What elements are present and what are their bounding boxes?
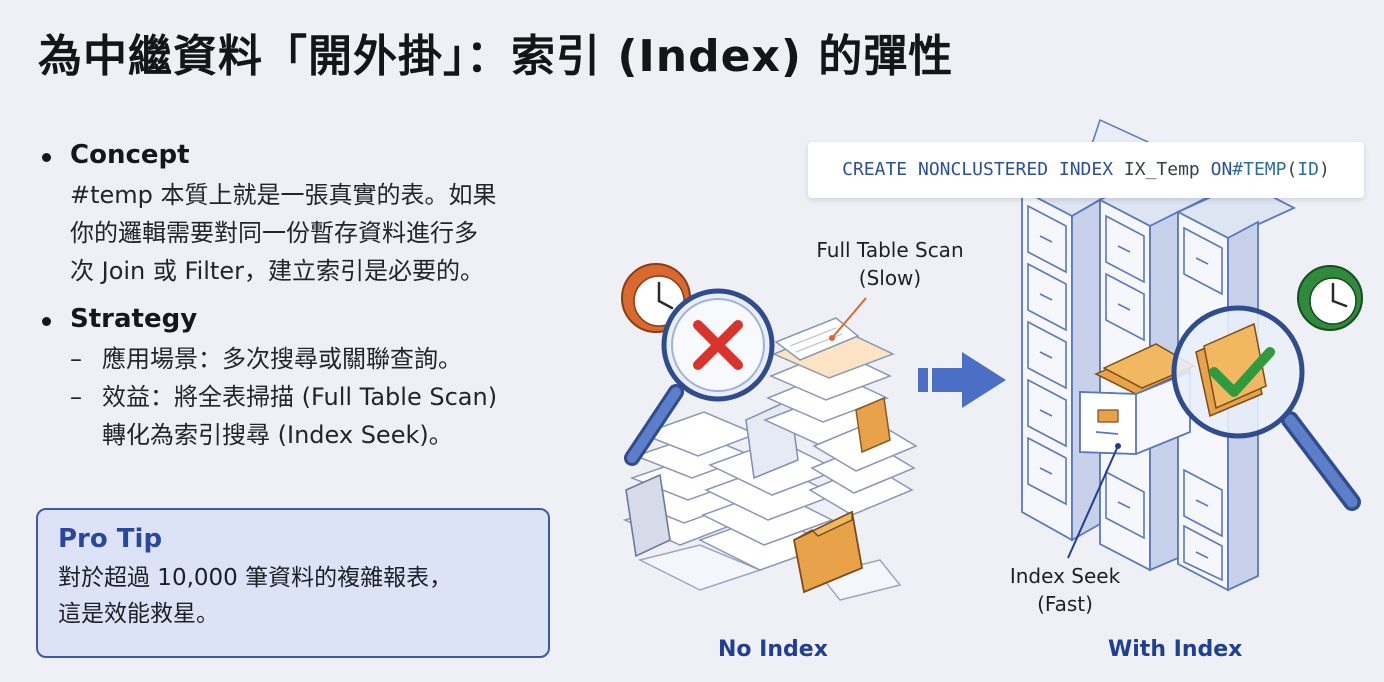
- bullet-list: Concept #temp 本質上就是一張真實的表。如果 你的邏輯需要對同一份暫…: [38, 140, 568, 454]
- code-paren-open: (: [1286, 159, 1298, 180]
- seek-label: Index Seek (Fast): [990, 562, 1140, 618]
- code-index-name: IX_Temp: [1123, 159, 1200, 180]
- code-keyword-create: CREATE NONCLUSTERED INDEX: [842, 159, 1114, 180]
- code-column-name: ID: [1297, 159, 1320, 180]
- concept-heading: Concept: [38, 140, 568, 170]
- paper-pile: [622, 317, 918, 601]
- concept-line-1: #temp 本質上就是一張真實的表。如果: [70, 181, 497, 209]
- scan-label: Full Table Scan (Slow): [800, 236, 980, 292]
- pro-tip-line-1: 對於超過 10,000 筆資料的複雜報表，: [58, 565, 453, 591]
- seek-label-line-1: Index Seek: [1009, 564, 1121, 588]
- pro-tip-line-2: 這是效能救星。: [58, 601, 219, 627]
- strategy-item-benefit-cont: 轉化為索引搜尋 (Index Seek)。: [38, 416, 568, 454]
- clock-icon: [1297, 265, 1363, 331]
- code-snippet: CREATE NONCLUSTERED INDEX IX_Temp ON#TEM…: [808, 142, 1364, 198]
- dash-marker: –: [70, 345, 82, 373]
- magnifier-icon: [1171, 305, 1361, 511]
- concept-line-3: 次 Join 或 Filter，建立索引是必要的。: [70, 257, 484, 285]
- scan-label-line-1: Full Table Scan: [816, 238, 964, 262]
- pro-tip-box: Pro Tip 對於超過 10,000 筆資料的複雜報表， 這是效能救星。: [36, 508, 550, 658]
- seek-label-line-2: (Fast): [1037, 592, 1093, 616]
- code-keyword-on: ON: [1210, 159, 1233, 180]
- strategy-heading: Strategy: [38, 304, 568, 334]
- no-index-caption: No Index: [718, 637, 828, 662]
- check-mark-icon: [1209, 347, 1275, 397]
- strategy-item-benefit-line-2: 轉化為索引搜尋 (Index Seek)。: [102, 421, 453, 449]
- strategy-item-usecase-text: 應用場景：多次搜尋或關聯查詢。: [102, 345, 462, 373]
- dash-marker: –: [70, 383, 82, 411]
- scan-label-line-2: (Slow): [858, 266, 922, 290]
- strategy-item-benefit-line-1: 效益：將全表掃描 (Full Table Scan): [102, 383, 498, 411]
- pro-tip-title: Pro Tip: [58, 524, 163, 554]
- x-mark-icon: [693, 320, 743, 370]
- concept-line-2: 你的邏輯需要對同一份暫存資料進行多: [70, 219, 478, 247]
- code-table-name: #TEMP: [1232, 159, 1287, 180]
- cabinet-drawers: [1027, 204, 1223, 582]
- code-paren-close: ): [1319, 159, 1330, 180]
- arrow-right-icon: [918, 352, 1006, 408]
- folder-icon: [792, 510, 864, 594]
- strategy-item-usecase: – 應用場景：多次搜尋或關聯查詢。: [38, 340, 568, 378]
- strategy-item-benefit: – 效益：將全表掃描 (Full Table Scan): [38, 378, 568, 416]
- page-title: 為中繼資料「開外掛」：索引 (Index) 的彈性: [38, 31, 954, 82]
- with-index-caption: With Index: [1108, 637, 1243, 662]
